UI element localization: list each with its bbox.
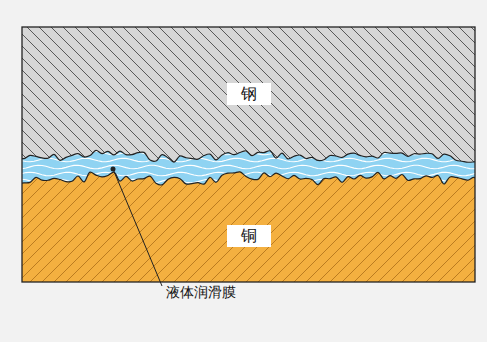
callout-label: 液体润滑膜	[166, 283, 236, 301]
copper-block	[22, 172, 475, 282]
steel-block	[22, 27, 475, 162]
layers	[22, 27, 475, 282]
leader-dot	[111, 167, 116, 172]
film-wave	[22, 158, 475, 162]
copper-region: 铜	[22, 212, 475, 260]
material-label: 钢	[227, 83, 271, 105]
steel-region: 钢	[22, 70, 475, 118]
leader-line	[113, 169, 162, 286]
frame-outline	[22, 27, 475, 282]
material-label: 铜	[227, 225, 271, 247]
film-wave	[22, 165, 475, 169]
